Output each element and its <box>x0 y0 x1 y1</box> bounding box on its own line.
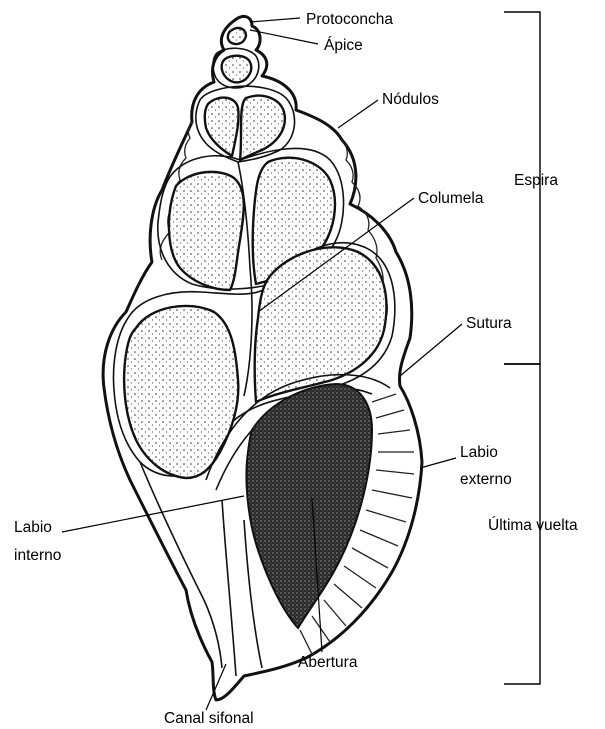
label-labio-externo-line1: Labio <box>460 444 498 461</box>
label-nodulos: Nódulos <box>382 91 439 108</box>
label-columela: Columela <box>418 190 484 207</box>
shell-illustration <box>103 16 422 700</box>
label-sutura: Sutura <box>466 315 512 332</box>
label-apice: Ápice <box>324 37 363 54</box>
brackets <box>504 12 540 684</box>
label-labio-externo-line2: externo <box>460 471 512 488</box>
label-labio-interno-line1: Labio <box>14 519 52 536</box>
label-espira: Espira <box>514 172 558 189</box>
protoconch-whorl <box>228 28 246 44</box>
label-labio-interno-line2: interno <box>14 547 61 564</box>
leader-nodulos <box>338 100 378 128</box>
leader-labio-externo <box>420 458 456 468</box>
label-canal-sifonal: Canal sifonal <box>164 710 254 727</box>
whorl-1-chamber <box>222 56 252 83</box>
leader-protoconcha <box>250 18 300 22</box>
label-ultima-vuelta: Última vuelta <box>488 517 578 534</box>
label-protoconcha: Protoconcha <box>306 11 393 28</box>
label-abertura: Abertura <box>298 654 358 671</box>
